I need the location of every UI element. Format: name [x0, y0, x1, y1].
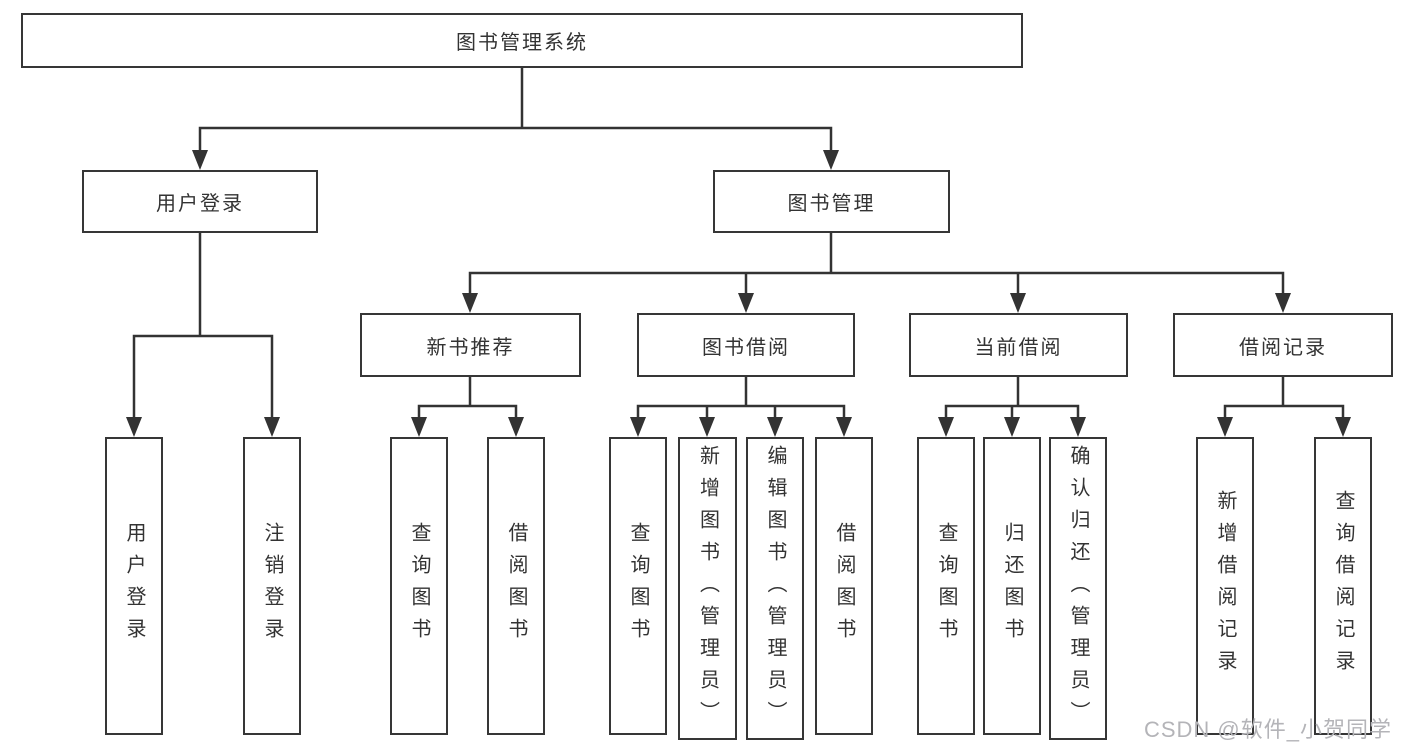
leaf-label: 借阅图书 [505, 522, 527, 650]
node-label: 图书管理 [787, 193, 876, 215]
leaf-label: 查询借阅记录 [1332, 490, 1354, 682]
node-book-management: 图书管理 [713, 170, 950, 233]
node-user-login: 用户登录 [82, 170, 318, 233]
node-library-management-system: 图书管理系统 [21, 13, 1023, 68]
leaf-logout: 注销登录 [243, 437, 301, 735]
leaf-label: 编辑图书（管理员） [764, 444, 786, 733]
leaf-confirm-return-admin: 确认归还（管理员） [1049, 437, 1107, 740]
node-label: 当前借阅 [974, 336, 1063, 359]
leaf-query-borrow-record: 查询借阅记录 [1314, 437, 1372, 735]
leaf-label: 归还图书 [1001, 522, 1023, 650]
leaf-user-login: 用户登录 [105, 437, 163, 735]
node-label: 用户登录 [156, 193, 244, 215]
leaf-label: 查询图书 [627, 522, 649, 650]
node-current-borrowing: 当前借阅 [909, 313, 1128, 377]
watermark-text: CSDN @软件_小贺同学 [1143, 717, 1392, 742]
node-new-book-recommendation: 新书推荐 [360, 313, 581, 377]
leaf-label: 借阅图书 [833, 522, 855, 650]
node-label: 新书推荐 [426, 336, 515, 359]
leaf-label: 确认归还（管理员） [1067, 444, 1089, 733]
leaf-query-books-borrowing: 查询图书 [609, 437, 667, 735]
node-label: 借阅记录 [1239, 336, 1327, 359]
leaf-edit-books-admin: 编辑图书（管理员） [746, 437, 804, 740]
arrowheads [126, 150, 1351, 437]
leaf-label: 查询图书 [935, 522, 957, 650]
node-label: 图书管理系统 [456, 32, 588, 54]
node-book-borrowing: 图书借阅 [637, 313, 855, 377]
leaf-label: 新增图书（管理员） [696, 444, 719, 733]
node-borrowing-records: 借阅记录 [1173, 313, 1393, 377]
leaf-query-books-recommend: 查询图书 [390, 437, 448, 735]
leaf-borrow-books-recommend: 借阅图书 [487, 437, 545, 735]
leaf-return-books: 归还图书 [983, 437, 1041, 735]
leaf-add-borrow-record: 新增借阅记录 [1196, 437, 1254, 735]
leaf-borrow-books: 借阅图书 [815, 437, 873, 735]
leaf-add-books-admin: 新增图书（管理员） [678, 437, 737, 740]
leaf-label: 查询图书 [408, 522, 430, 650]
node-label: 图书借阅 [702, 336, 790, 359]
leaf-label: 用户登录 [123, 522, 145, 650]
leaf-label: 注销登录 [261, 522, 283, 650]
leaf-label: 新增借阅记录 [1214, 490, 1236, 682]
leaf-query-books-current: 查询图书 [917, 437, 975, 735]
